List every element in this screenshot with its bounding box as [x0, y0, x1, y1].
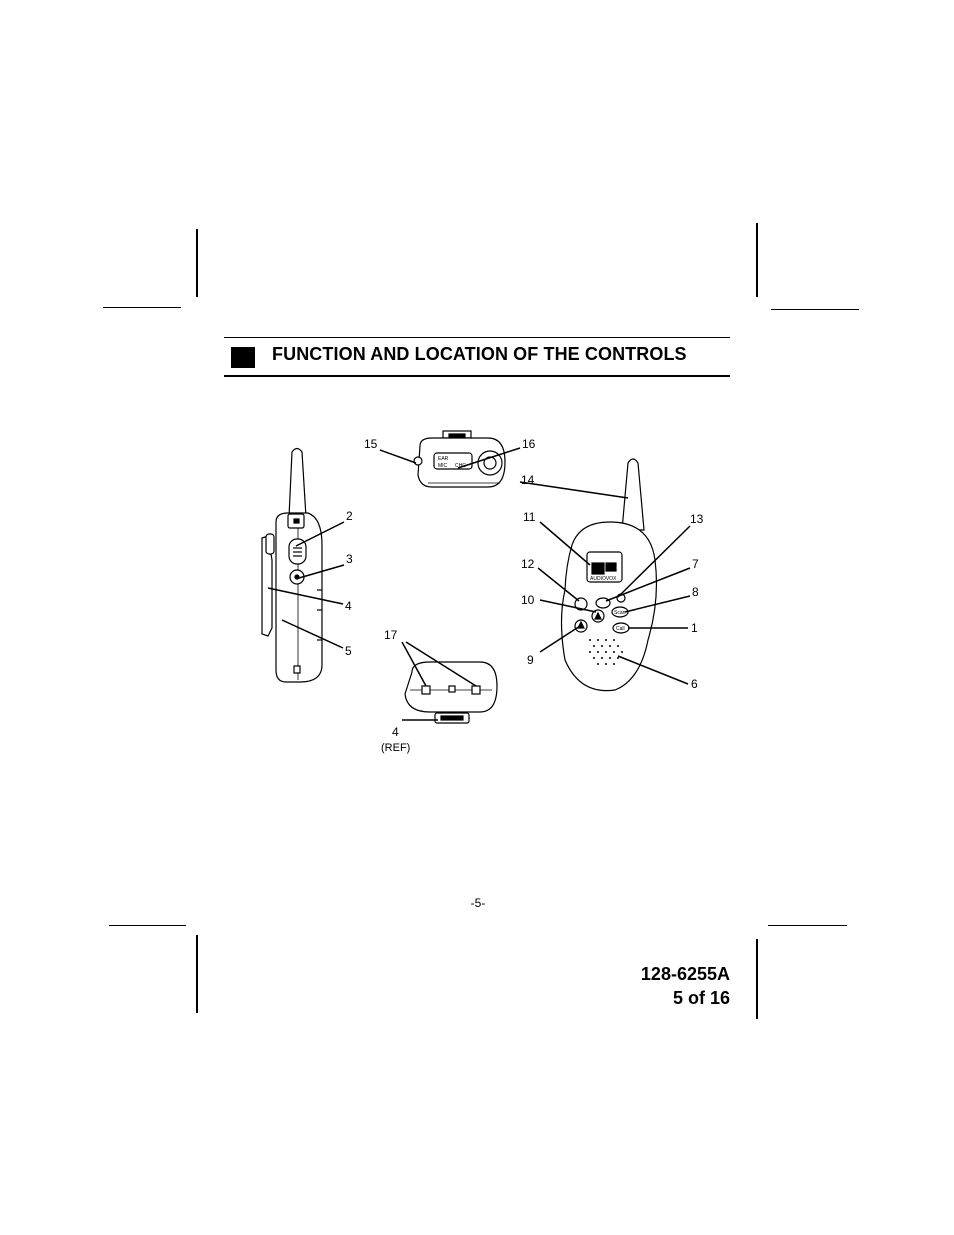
callout-8: 8: [692, 585, 699, 599]
document-id-block: 128-6255A 5 of 16: [641, 962, 730, 1010]
label-scan: Scan: [614, 610, 626, 616]
callout-ref-label: (REF): [381, 742, 410, 754]
label-brand: AUDIOVOX: [590, 576, 617, 582]
callout-16: 16: [522, 437, 536, 451]
crop-mark-bottom-right-vertical: [756, 939, 758, 1019]
callout-12: 12: [521, 557, 535, 571]
label-mic: MIC: [438, 463, 448, 469]
page-number: -5-: [470, 896, 486, 910]
header-rule-bottom: [224, 375, 730, 377]
bottom-view: [404, 661, 498, 724]
side-body: [275, 512, 323, 683]
callout-14: 14: [521, 473, 535, 487]
callout-7: 7: [692, 557, 699, 571]
top-view: [413, 430, 506, 488]
callout-2: 2: [346, 509, 353, 523]
crop-mark-bottom-left-vertical: [196, 935, 198, 1013]
header-black-box: [231, 347, 255, 368]
front-view: [560, 458, 658, 692]
crop-mark-top-right-vertical: [756, 223, 758, 297]
callout-6: 6: [691, 677, 698, 691]
front-antenna: [621, 458, 645, 531]
callout-15: 15: [364, 437, 378, 451]
crop-mark-bottom-left-horizontal: [109, 925, 186, 926]
callout-4: 4: [345, 599, 352, 613]
crop-mark-top-left-vertical: [196, 229, 198, 297]
crop-mark-top-left-horizontal: [103, 307, 181, 308]
page-count: 5 of 16: [672, 988, 730, 1008]
callout-10: 10: [521, 593, 535, 607]
callout-17: 17: [384, 628, 398, 642]
callout-4-ref: 4: [392, 725, 399, 739]
side-view: [261, 447, 323, 683]
label-chg: CHG: [455, 463, 466, 469]
leader-lines: [267, 447, 691, 721]
callout-5: 5: [345, 644, 352, 658]
header-rule-top: [224, 337, 730, 338]
callout-11: 11: [523, 510, 536, 524]
crop-mark-bottom-right-horizontal: [768, 925, 847, 926]
side-antenna: [288, 447, 307, 518]
callout-13: 13: [690, 512, 704, 526]
callout-1: 1: [691, 621, 698, 635]
document-number: 128-6255A: [640, 964, 730, 984]
callout-3: 3: [346, 552, 353, 566]
section-title: FUNCTION AND LOCATION OF THE CONTROLS: [272, 344, 687, 364]
speaker-grille: [589, 639, 623, 665]
callout-9: 9: [527, 653, 534, 667]
crop-mark-top-right-horizontal: [771, 309, 859, 310]
label-call: Call: [616, 626, 625, 632]
label-ear: EAR: [438, 456, 449, 462]
